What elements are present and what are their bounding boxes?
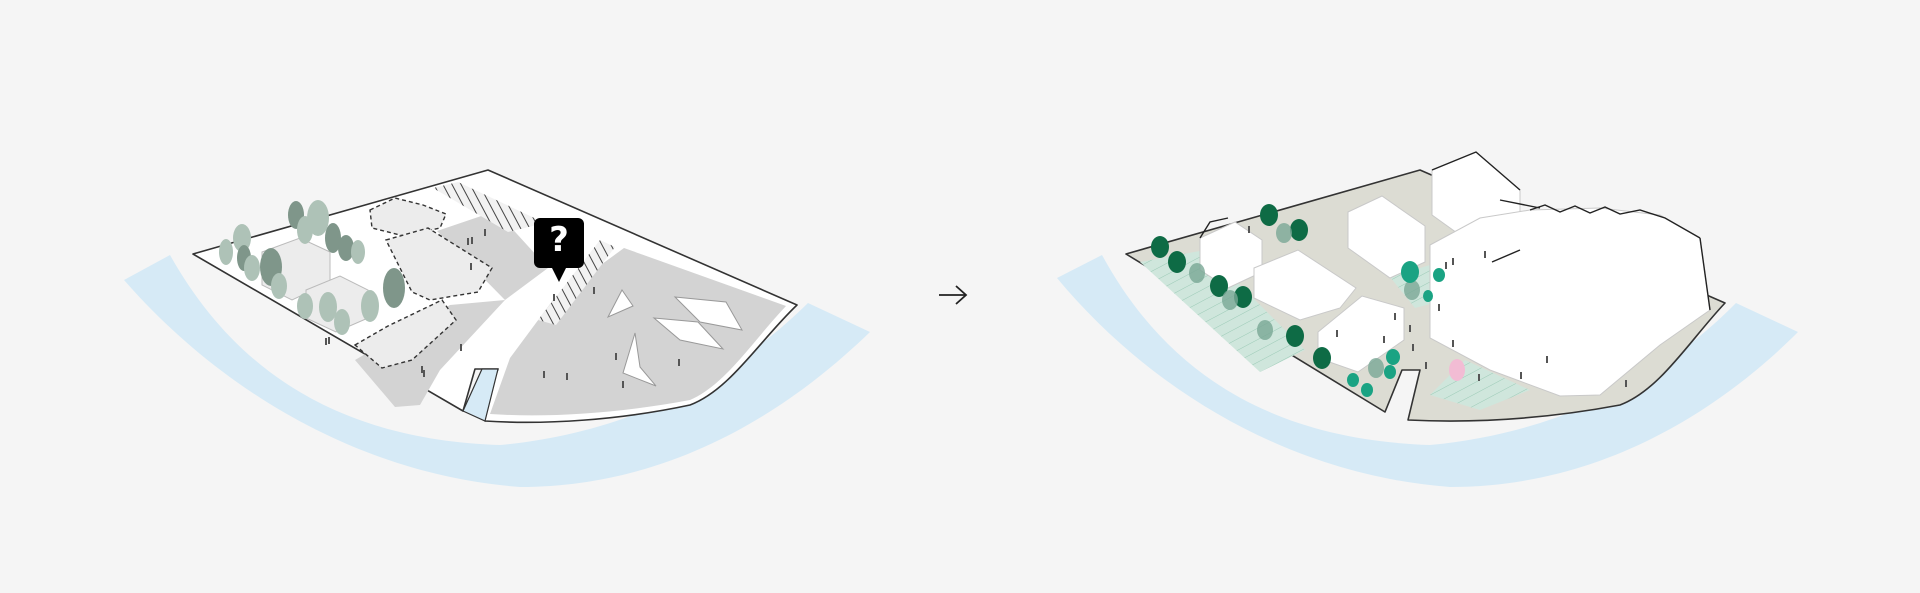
proposed-people — [1248, 226, 1627, 387]
green-lawn-strip — [1140, 250, 1305, 372]
proposed-trees-teal — [1347, 261, 1445, 397]
existing-sheds — [353, 197, 493, 369]
existing-site-view — [124, 169, 870, 487]
existing-grey-paving-left — [355, 300, 505, 407]
proposed-site-view — [1057, 151, 1798, 487]
proposed-trees-light — [1189, 223, 1420, 378]
pink-blossom-tree — [1449, 359, 1465, 381]
arrow-right-icon — [939, 285, 968, 305]
hatched-crosswalk — [538, 240, 615, 325]
question-bubble-icon: ? — [532, 216, 586, 284]
existing-trees — [219, 200, 405, 335]
existing-people — [325, 229, 680, 388]
existing-grey-paving-top — [437, 211, 548, 300]
question-bubble-shape — [534, 218, 584, 282]
proposed-building-edges — [1199, 151, 1711, 311]
question-mark-text: ? — [549, 220, 569, 260]
river-left — [124, 255, 870, 487]
hatched-road-top — [433, 182, 545, 232]
proposed-trees-dark — [1151, 204, 1331, 369]
existing-boat-yard — [490, 248, 786, 416]
river-right — [1057, 255, 1798, 487]
proposed-buildings — [1199, 151, 1711, 397]
existing-water-inlet — [462, 368, 499, 422]
existing-boats — [606, 289, 743, 387]
